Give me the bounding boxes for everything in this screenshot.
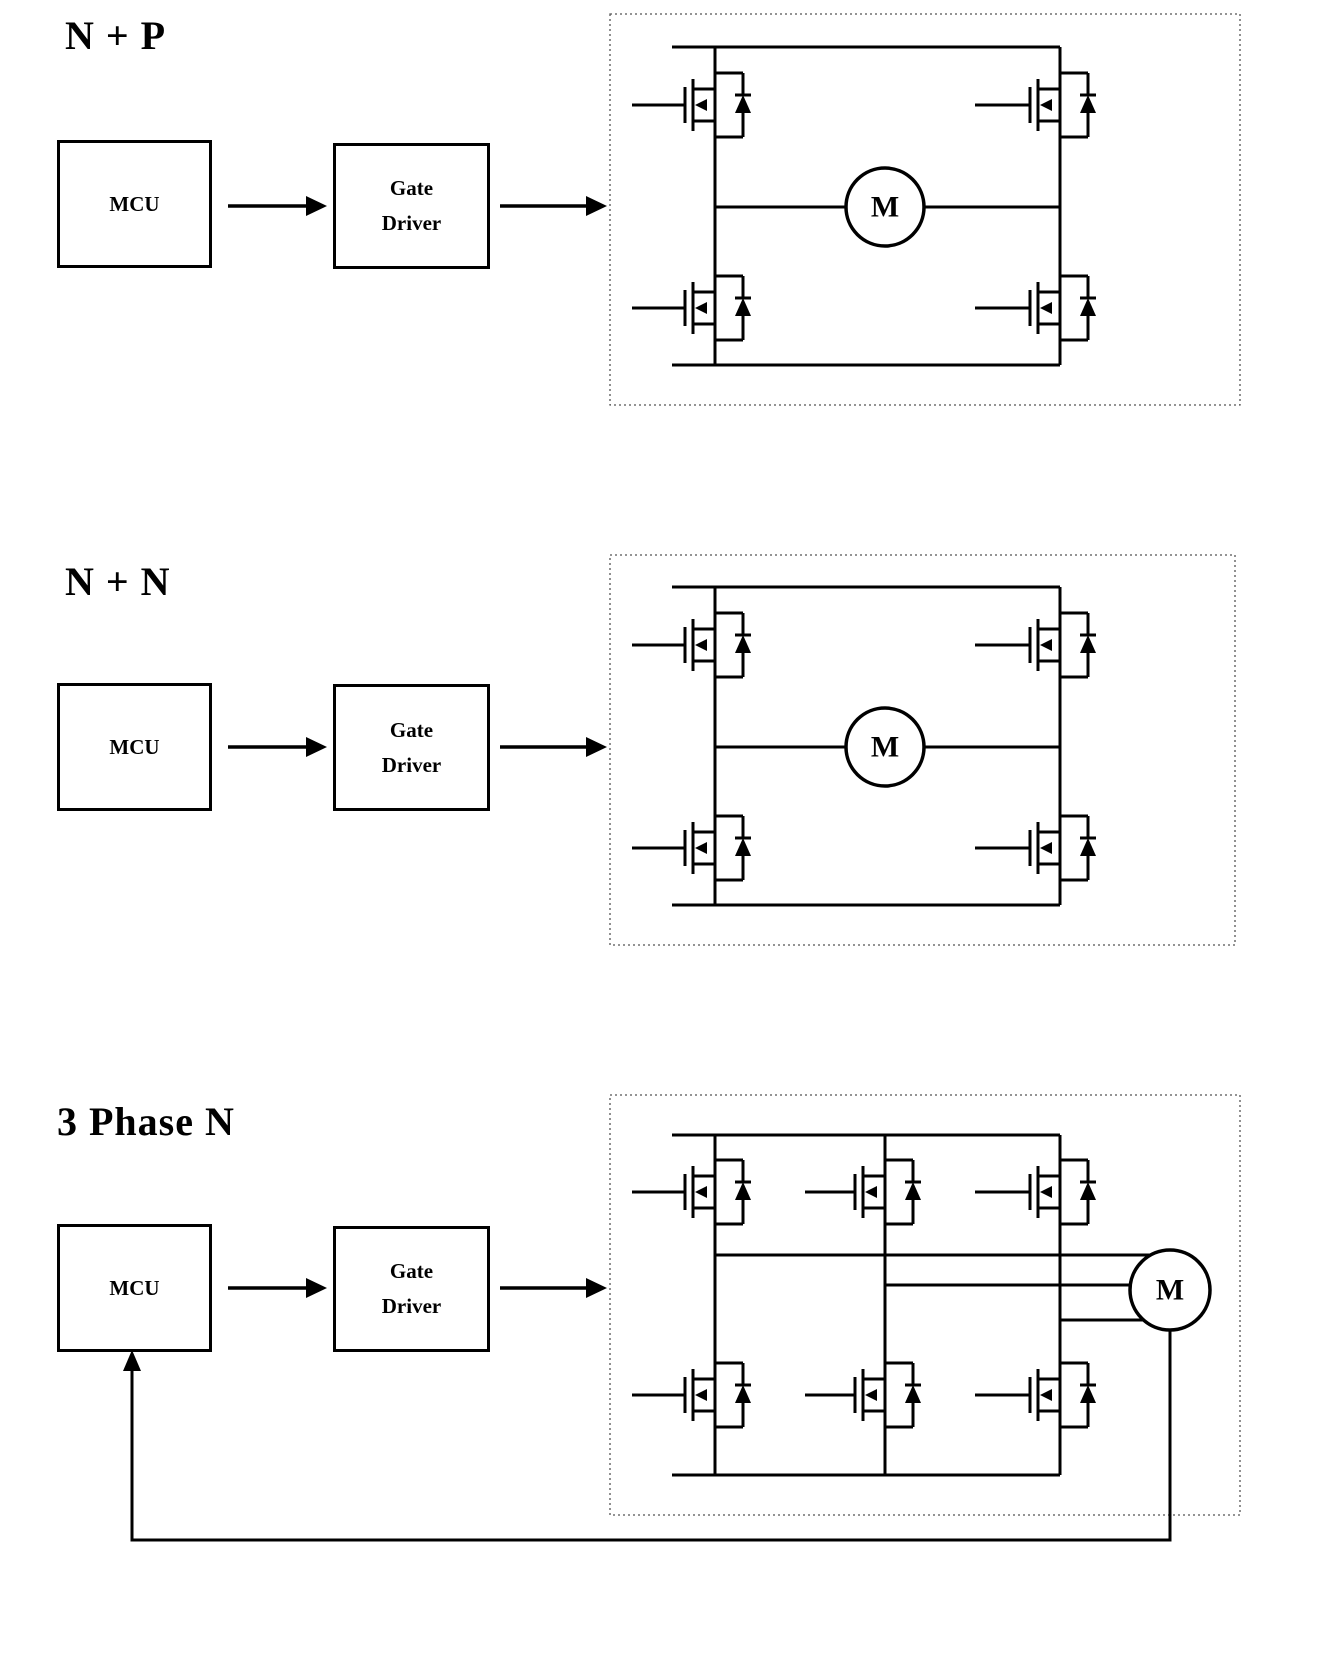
mosfet-low-left-np [661, 266, 753, 350]
gate-driver-box-np: Gate Driver [333, 143, 490, 269]
h-bridge-circuit-np: M [609, 13, 1241, 406]
mosfet-low-right-np [1006, 266, 1098, 350]
gate-driver-label-line2-nn: Driver [381, 752, 442, 777]
arrow-gatedriver-to-bridge-np [500, 196, 607, 216]
mosfet-low-phase-a [661, 1353, 753, 1437]
section-title-3ph: 3 Phase N [57, 1099, 235, 1144]
gate-driver-label-line1-3ph: Gate [389, 1259, 434, 1283]
three-phase-inverter-circuit: M [609, 1094, 1241, 1516]
arrow-gatedriver-to-bridge-nn [500, 737, 607, 757]
mosfet-low-right-nn [1006, 806, 1098, 890]
mosfet-high-phase-a [661, 1150, 753, 1234]
mcu-box-np: MCU [57, 140, 212, 268]
mosfet-low-phase-c [1006, 1353, 1098, 1437]
mosfet-high-phase-c [1006, 1150, 1098, 1234]
arrow-mcu-to-gatedriver-nn [228, 737, 327, 757]
mcu-label-np: MCU [109, 191, 160, 216]
mosfet-high-phase-b [831, 1150, 923, 1234]
mosfet-low-left-nn [661, 806, 753, 890]
gate-driver-box-nn: Gate Driver [333, 684, 490, 811]
motor-symbol-np [844, 166, 926, 248]
mosfet-low-phase-b [831, 1353, 923, 1437]
gate-driver-label-line1-nn: Gate [389, 717, 434, 742]
h-bridge-circuit-nn: M [609, 554, 1236, 946]
bridge-boundary-nn [609, 554, 1236, 946]
gate-driver-label-line2-3ph: Driver [381, 1294, 442, 1318]
mosfet-high-left-nn [661, 603, 753, 687]
mosfet-high-right-nn [1006, 603, 1098, 687]
mosfet-high-right-np [1006, 63, 1098, 147]
bridge-boundary-3ph [609, 1094, 1241, 1516]
motor-label-np: M [871, 191, 899, 224]
feedback-line-motor-to-mcu [123, 1330, 1172, 1542]
arrow-gatedriver-to-bridge-3ph [500, 1278, 607, 1298]
arrow-mcu-to-gatedriver-3ph [228, 1278, 327, 1298]
bridge-boundary-np [609, 13, 1241, 406]
arrow-mcu-to-gatedriver-np [228, 196, 327, 216]
motor-label-nn: M [871, 731, 899, 764]
mcu-box-nn: MCU [57, 683, 212, 811]
section-title-nn: N + N [65, 559, 171, 604]
motor-symbol-nn [844, 706, 926, 788]
gate-driver-box-3ph: Gate Driver [333, 1226, 490, 1352]
gate-driver-label-line2-np: Driver [381, 211, 442, 235]
gate-driver-label-line1-np: Gate [389, 176, 434, 200]
mcu-box-3ph: MCU [57, 1224, 212, 1352]
motor-label-3ph: M [1156, 1274, 1184, 1307]
mcu-label-3ph: MCU [109, 1275, 160, 1300]
mosfet-high-left-np [661, 63, 753, 147]
section-title-np: N + P [65, 13, 167, 58]
mcu-label-nn: MCU [109, 734, 160, 759]
